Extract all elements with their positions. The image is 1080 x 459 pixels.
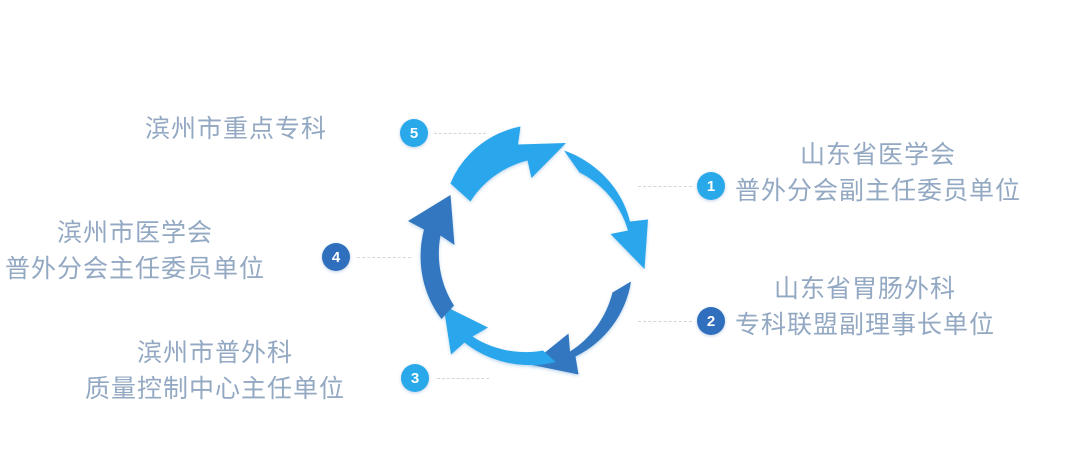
label-item-1: 山东省医学会 普外分会副主任委员单位 bbox=[735, 138, 1021, 209]
label-item-3-line-2: 质量控制中心主任单位 bbox=[85, 375, 346, 403]
connector-line-1 bbox=[638, 186, 692, 187]
connector-line-5 bbox=[434, 133, 486, 134]
badge-1: 1 bbox=[697, 172, 725, 200]
label-item-2: 山东省胃肠外科 专科联盟副理事长单位 bbox=[735, 272, 995, 343]
label-item-2-line-1: 山东省胃肠外科 bbox=[774, 276, 957, 303]
label-item-4: 滨州市医学会 普外分会主任委员单位 bbox=[5, 216, 265, 287]
label-item-3-line-1: 滨州市普外科 bbox=[137, 340, 294, 367]
arrow-bottom-icon bbox=[443, 305, 556, 366]
arrow-right-upper-icon bbox=[564, 150, 648, 269]
label-item-1-line-1: 山东省医学会 bbox=[800, 142, 957, 169]
label-item-3: 滨州市普外科 质量控制中心主任单位 bbox=[85, 336, 345, 407]
connector-line-4 bbox=[357, 257, 411, 258]
arrow-right-lower-icon bbox=[530, 281, 631, 375]
arrow-top-icon bbox=[450, 126, 566, 202]
badge-3: 3 bbox=[401, 364, 429, 392]
connector-line-3 bbox=[437, 378, 489, 379]
label-item-5-line-1: 滨州市重点专科 bbox=[145, 116, 328, 143]
label-item-1-line-2: 普外分会副主任委员单位 bbox=[735, 177, 1022, 205]
cycle-arrow-ring bbox=[405, 105, 695, 395]
connector-line-2 bbox=[638, 321, 692, 322]
badge-4: 4 bbox=[322, 243, 350, 271]
label-item-5: 滨州市重点专科 bbox=[145, 112, 327, 148]
label-item-4-line-2: 普外分会主任委员单位 bbox=[5, 255, 266, 283]
arrow-left-icon bbox=[408, 195, 455, 319]
badge-2: 2 bbox=[697, 307, 725, 335]
label-item-2-line-2: 专科联盟副理事长单位 bbox=[735, 311, 996, 339]
badge-5: 5 bbox=[400, 119, 428, 147]
label-item-4-line-1: 滨州市医学会 bbox=[57, 220, 214, 247]
